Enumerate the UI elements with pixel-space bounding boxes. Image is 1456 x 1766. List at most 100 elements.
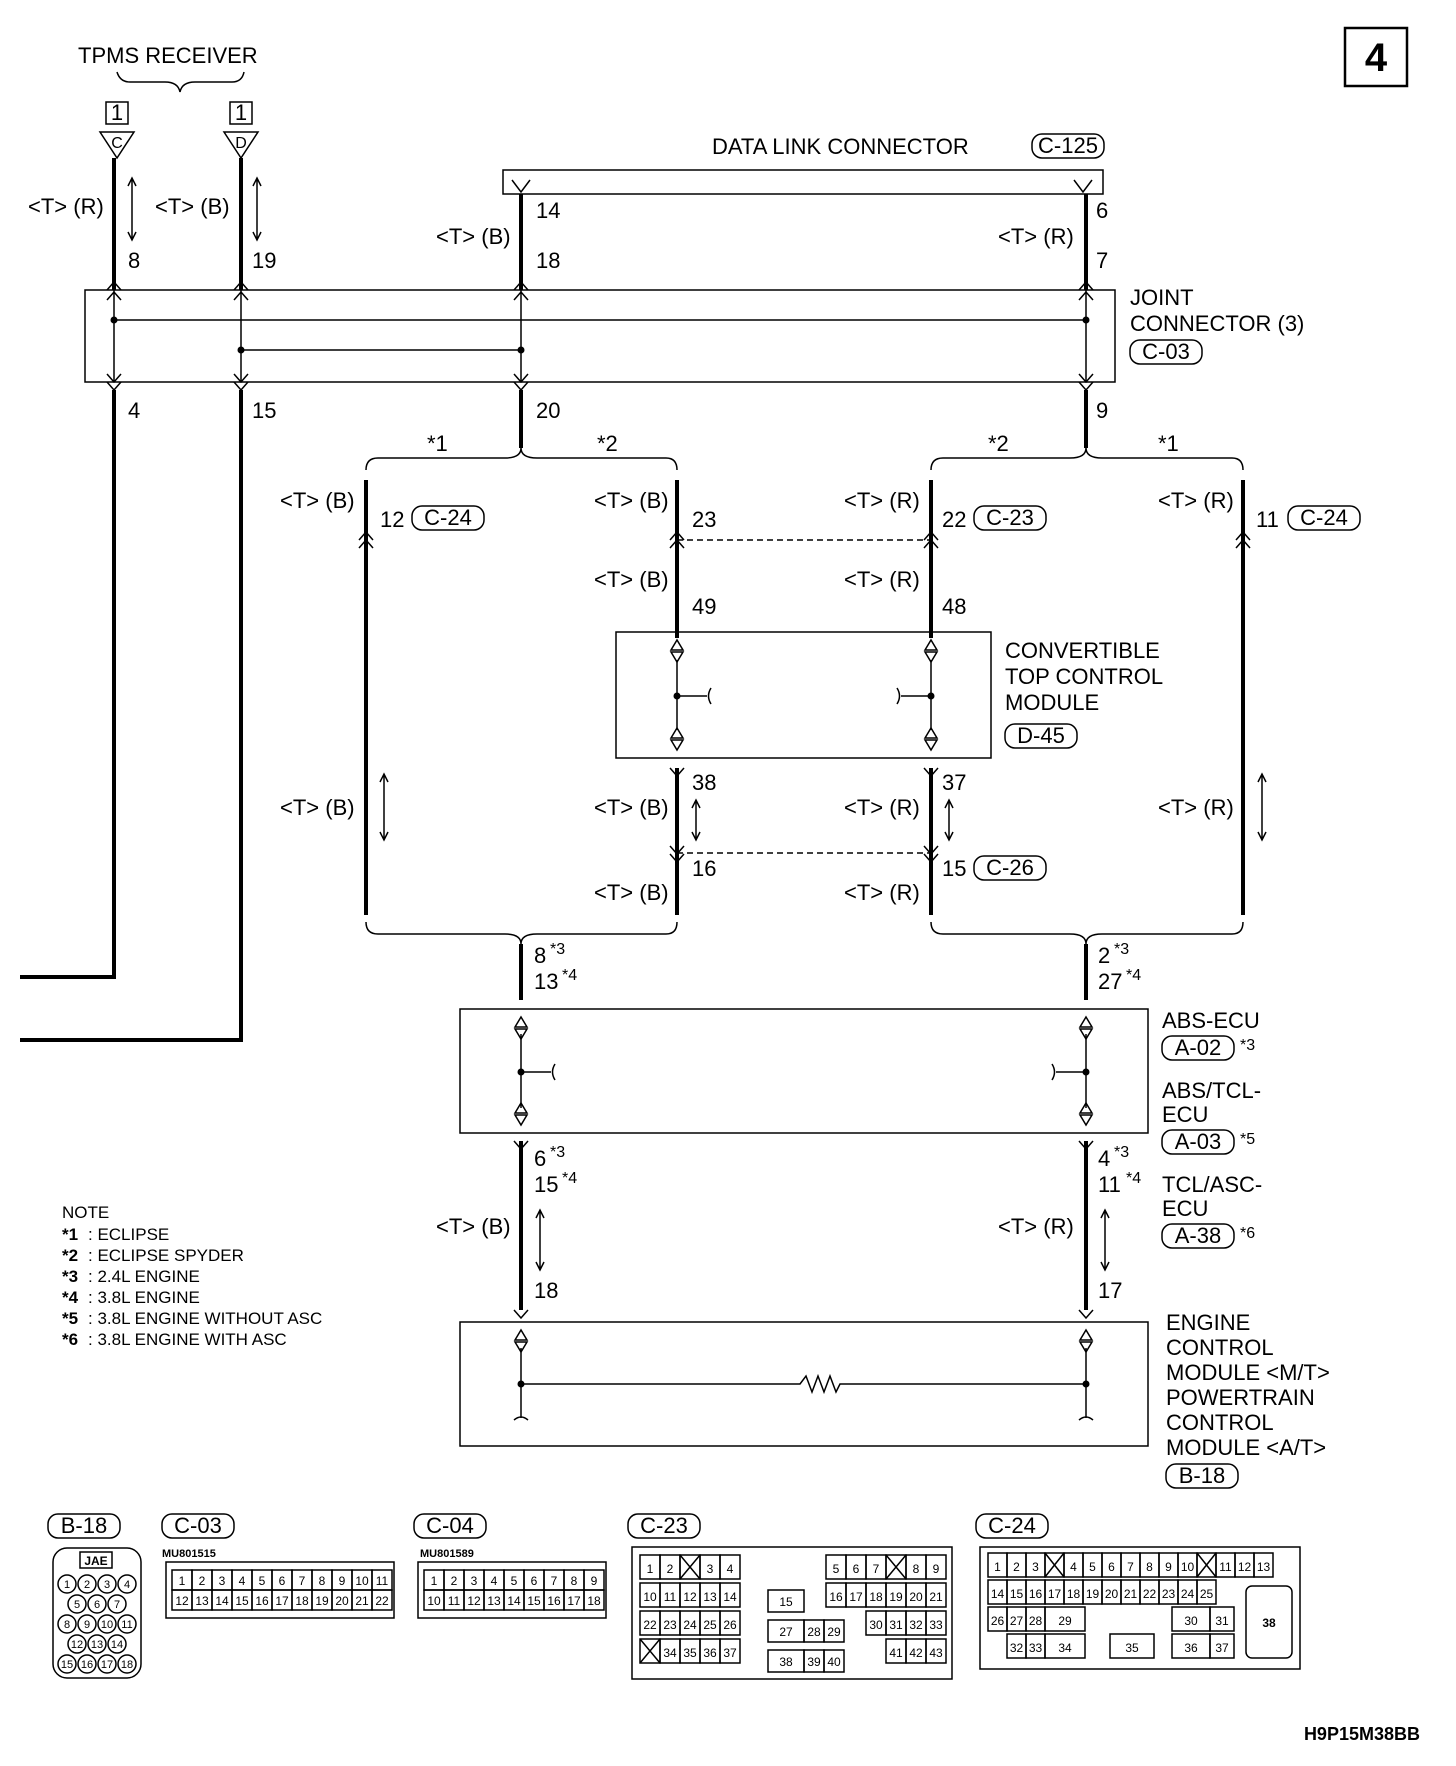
tpms-conn-c-num-box bbox=[105, 101, 129, 125]
c03-face-code-box bbox=[161, 1513, 235, 1539]
c24-label: 18 bbox=[1067, 1587, 1081, 1601]
mark-s1-left: *1 bbox=[427, 431, 448, 456]
c23-label: 38 bbox=[779, 1655, 793, 1669]
b18-pin-cavity bbox=[87, 1594, 107, 1614]
c04-pins-label: 3 bbox=[471, 1574, 478, 1588]
ecm-title-line2: CONTROL bbox=[1166, 1335, 1274, 1360]
c23-label: 17 bbox=[849, 1590, 863, 1604]
tcl-asc-code-box bbox=[1161, 1223, 1235, 1249]
pin-tpms-d: 19 bbox=[252, 248, 276, 273]
mark-s2-left: *2 bbox=[597, 431, 618, 456]
c24-label: 2 bbox=[1013, 1560, 1020, 1574]
c04-pins-label: 2 bbox=[451, 1574, 458, 1588]
note-list: *1: ECLIPSE*2: ECLIPSE SPYDER*3: 2.4L EN… bbox=[62, 1225, 322, 1349]
wire-color-38: <T> (B) bbox=[594, 795, 669, 820]
c23-label: 40 bbox=[827, 1655, 841, 1669]
pin-c23-22: 22 bbox=[942, 507, 966, 532]
c04-pins-label: 13 bbox=[487, 1594, 501, 1608]
signal-arrow-right-mid bbox=[1257, 772, 1267, 842]
c23-blank-cell bbox=[885, 1554, 907, 1580]
b18-pin-label: 17 bbox=[101, 1659, 113, 1671]
wire-color-49: <T> (B) bbox=[594, 567, 669, 592]
c23-label: 31 bbox=[889, 1618, 903, 1632]
b18-pin-cavity bbox=[117, 1574, 137, 1594]
c04-face-code-box bbox=[413, 1513, 487, 1539]
tcl-asc-title-line2: ECU bbox=[1162, 1196, 1208, 1221]
ecm-code: B-18 bbox=[1179, 1463, 1225, 1488]
pin-abs-13: 13 bbox=[534, 969, 558, 994]
c04-pins-label: 4 bbox=[491, 1574, 498, 1588]
wire-color-12: <T> (B) bbox=[280, 488, 355, 513]
c04-pins-label: 15 bbox=[527, 1594, 541, 1608]
c23-cell bbox=[925, 1638, 947, 1664]
wire-tpms-d-to-sheet-edge bbox=[20, 390, 243, 1042]
c04-pins-label: 7 bbox=[551, 1574, 558, 1588]
signal-arrow-ecm-right bbox=[1100, 1208, 1110, 1272]
c23-label: 36 bbox=[703, 1646, 717, 1660]
c24-label: 15 bbox=[1010, 1587, 1024, 1601]
dlc-body bbox=[502, 169, 1104, 195]
c23-label: 41 bbox=[889, 1646, 903, 1660]
c23-cell bbox=[719, 1554, 741, 1580]
wire-color-11: <T> (R) bbox=[1158, 488, 1234, 513]
ctcm-title-line1: CONVERTIBLE bbox=[1005, 638, 1160, 663]
b18-pin-cavity bbox=[57, 1614, 77, 1634]
mark-s3-abs-bottom-right: *3 bbox=[1114, 1144, 1129, 1161]
c23-label: 1 bbox=[647, 1562, 654, 1576]
c24-label: 28 bbox=[1029, 1614, 1043, 1628]
page-number-box bbox=[1343, 26, 1409, 88]
pin-ctcm-49: 49 bbox=[692, 594, 716, 619]
c04-pins-cell bbox=[583, 1589, 605, 1611]
dlc-code: C-125 bbox=[1038, 133, 1098, 158]
c23-shell bbox=[631, 1546, 953, 1680]
c04-pins-label: 9 bbox=[591, 1574, 598, 1588]
note-text: : 2.4L ENGINE bbox=[88, 1267, 200, 1286]
c24-label: 25 bbox=[1200, 1587, 1214, 1601]
c23-face-code: C-23 bbox=[640, 1513, 688, 1538]
c03-pins-label: 20 bbox=[335, 1594, 349, 1608]
abs-tcl-code: A-03 bbox=[1175, 1129, 1221, 1154]
mark-s3-abs-ecu: *3 bbox=[1240, 1037, 1255, 1054]
wire-top-segments bbox=[112, 158, 1088, 290]
mark-s1-right: *1 bbox=[1158, 431, 1179, 456]
c04-pins-label: 16 bbox=[547, 1594, 561, 1608]
joint-splice-dot bbox=[237, 346, 245, 354]
b18-pin-label: 7 bbox=[114, 1599, 120, 1611]
b18-pin-label: 16 bbox=[81, 1659, 93, 1671]
tcl-asc-title-line1: TCL/ASC- bbox=[1162, 1172, 1262, 1197]
c24-label: 9 bbox=[1165, 1560, 1172, 1574]
signal-arrow-tpms-c bbox=[127, 176, 137, 242]
c03-pins-label: 2 bbox=[199, 1574, 206, 1588]
pin-dlc-6: 6 bbox=[1096, 198, 1108, 223]
c03-pins-label: 19 bbox=[315, 1594, 329, 1608]
c23-label: 29 bbox=[827, 1625, 841, 1639]
pin-ecm-18: 18 bbox=[534, 1278, 558, 1303]
ecm-node-dot bbox=[1082, 1380, 1090, 1388]
wire-to-abs bbox=[519, 944, 1088, 1000]
b18-pin-cavity bbox=[97, 1654, 117, 1674]
joint-code: C-03 bbox=[1142, 339, 1190, 364]
c23-label: 39 bbox=[807, 1655, 821, 1669]
mark-s6-tcl-asc: *6 bbox=[1240, 1225, 1255, 1242]
c24-code-left: C-24 bbox=[424, 505, 472, 530]
pin-abs-27: 27 bbox=[1098, 969, 1122, 994]
c03-pins-cell bbox=[371, 1589, 393, 1611]
pin-joint-4: 4 bbox=[128, 398, 140, 423]
c23-cell bbox=[719, 1638, 741, 1664]
mark-s3-abs-bottom-left: *3 bbox=[550, 1144, 565, 1161]
wire-color-dlc-left: <T> (B) bbox=[436, 224, 511, 249]
c24-label: 13 bbox=[1257, 1560, 1271, 1574]
signal-arrow-left-mid bbox=[379, 772, 389, 842]
c24-label: 8 bbox=[1146, 1560, 1153, 1574]
ecm-code-box bbox=[1165, 1463, 1239, 1489]
c03-pins-label: 22 bbox=[375, 1594, 389, 1608]
c04-pins-label: 17 bbox=[567, 1594, 581, 1608]
note-mark: *2 bbox=[62, 1246, 78, 1265]
c23-label: 28 bbox=[807, 1625, 821, 1639]
b18-shell bbox=[52, 1547, 142, 1679]
tpms-conn-d-symbol bbox=[222, 131, 260, 160]
c24-label: 36 bbox=[1184, 1641, 1198, 1655]
wire-color-right-mid: <T> (R) bbox=[1158, 795, 1234, 820]
c24-label: 1 bbox=[994, 1560, 1001, 1574]
